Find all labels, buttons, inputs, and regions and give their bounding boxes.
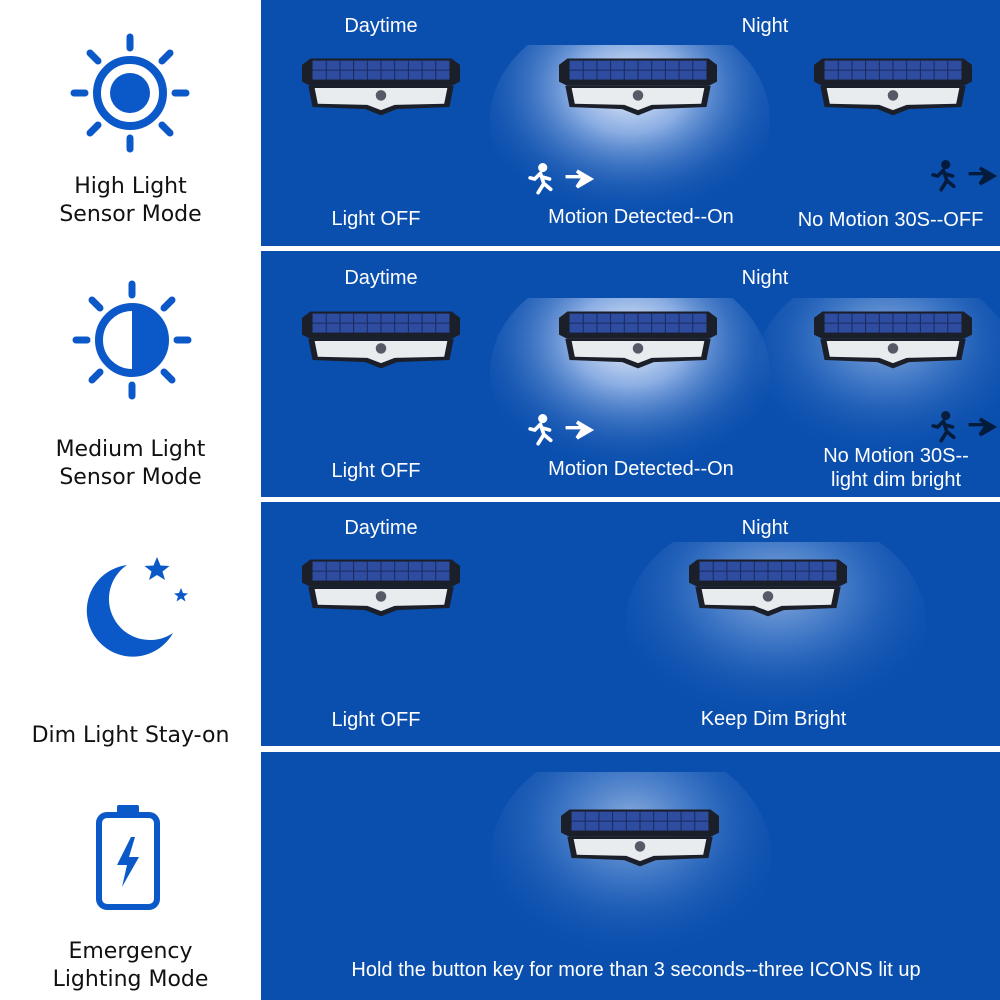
- state-no-motion-dim-2: light dim bright: [830, 469, 962, 491]
- lamp-off: [302, 311, 460, 369]
- mode-label-medium: Medium Light Sensor Mode: [55, 437, 206, 490]
- state-keep-dim: Keep Dim Bright: [700, 708, 847, 730]
- label-daytime: Daytime: [344, 517, 418, 539]
- lamp-dim: [814, 311, 972, 369]
- state-motion-on: Motion Detected--On: [548, 458, 734, 480]
- battery-bolt-icon: [96, 805, 160, 910]
- lamp-off: [302, 559, 460, 617]
- label-night: Night: [741, 15, 789, 37]
- label-daytime: Daytime: [344, 15, 418, 37]
- state-motion-on: Motion Detected--On: [548, 206, 734, 228]
- panel-emergency: Hold the button key for more than 3 seco…: [261, 752, 1000, 1000]
- state-light-off: Light OFF: [331, 709, 421, 731]
- motion-icon: [528, 414, 593, 446]
- mode-list: High Light Sensor Mode Medium Light Sens…: [0, 0, 261, 1000]
- lamp-off-after-motion: [814, 58, 972, 116]
- motion-icon: [528, 163, 593, 195]
- half-sun-icon: [72, 280, 192, 400]
- lamp-emergency: [561, 809, 719, 867]
- label-night: Night: [741, 267, 789, 289]
- state-light-off: Light OFF: [331, 208, 421, 230]
- label-daytime: Daytime: [344, 267, 418, 289]
- state-no-motion-dim: No Motion 30S--: [823, 445, 969, 467]
- state-emergency-instruction: Hold the button key for more than 3 seco…: [351, 959, 921, 981]
- no-motion-icon: [931, 411, 996, 443]
- lamp-on: [559, 311, 717, 369]
- mode-label-emergency: Emergency Lighting Mode: [52, 939, 209, 992]
- no-motion-icon: [931, 160, 996, 192]
- light-glow: [491, 772, 771, 972]
- mode-label-dim: Dim Light Stay-on: [31, 723, 230, 748]
- panel-dim-light: Daytime Night Light OFF Keep Dim Bright: [261, 502, 1000, 746]
- lamp-on: [559, 58, 717, 116]
- mode-label-high: High Light Sensor Mode: [59, 174, 202, 227]
- state-no-motion-off: No Motion 30S--OFF: [797, 209, 984, 231]
- state-light-off: Light OFF: [331, 460, 421, 482]
- sun-icon: [70, 33, 190, 153]
- label-night: Night: [741, 517, 789, 539]
- lamp-dim: [689, 559, 847, 617]
- lamp-off: [302, 58, 460, 116]
- moon-stars-icon: [86, 557, 188, 657]
- panel-medium-light: Daytime Night Light OFF Motion Detected-…: [261, 251, 1000, 497]
- panel-high-light: Daytime Night Light OFF Motion Detected-…: [261, 0, 1000, 246]
